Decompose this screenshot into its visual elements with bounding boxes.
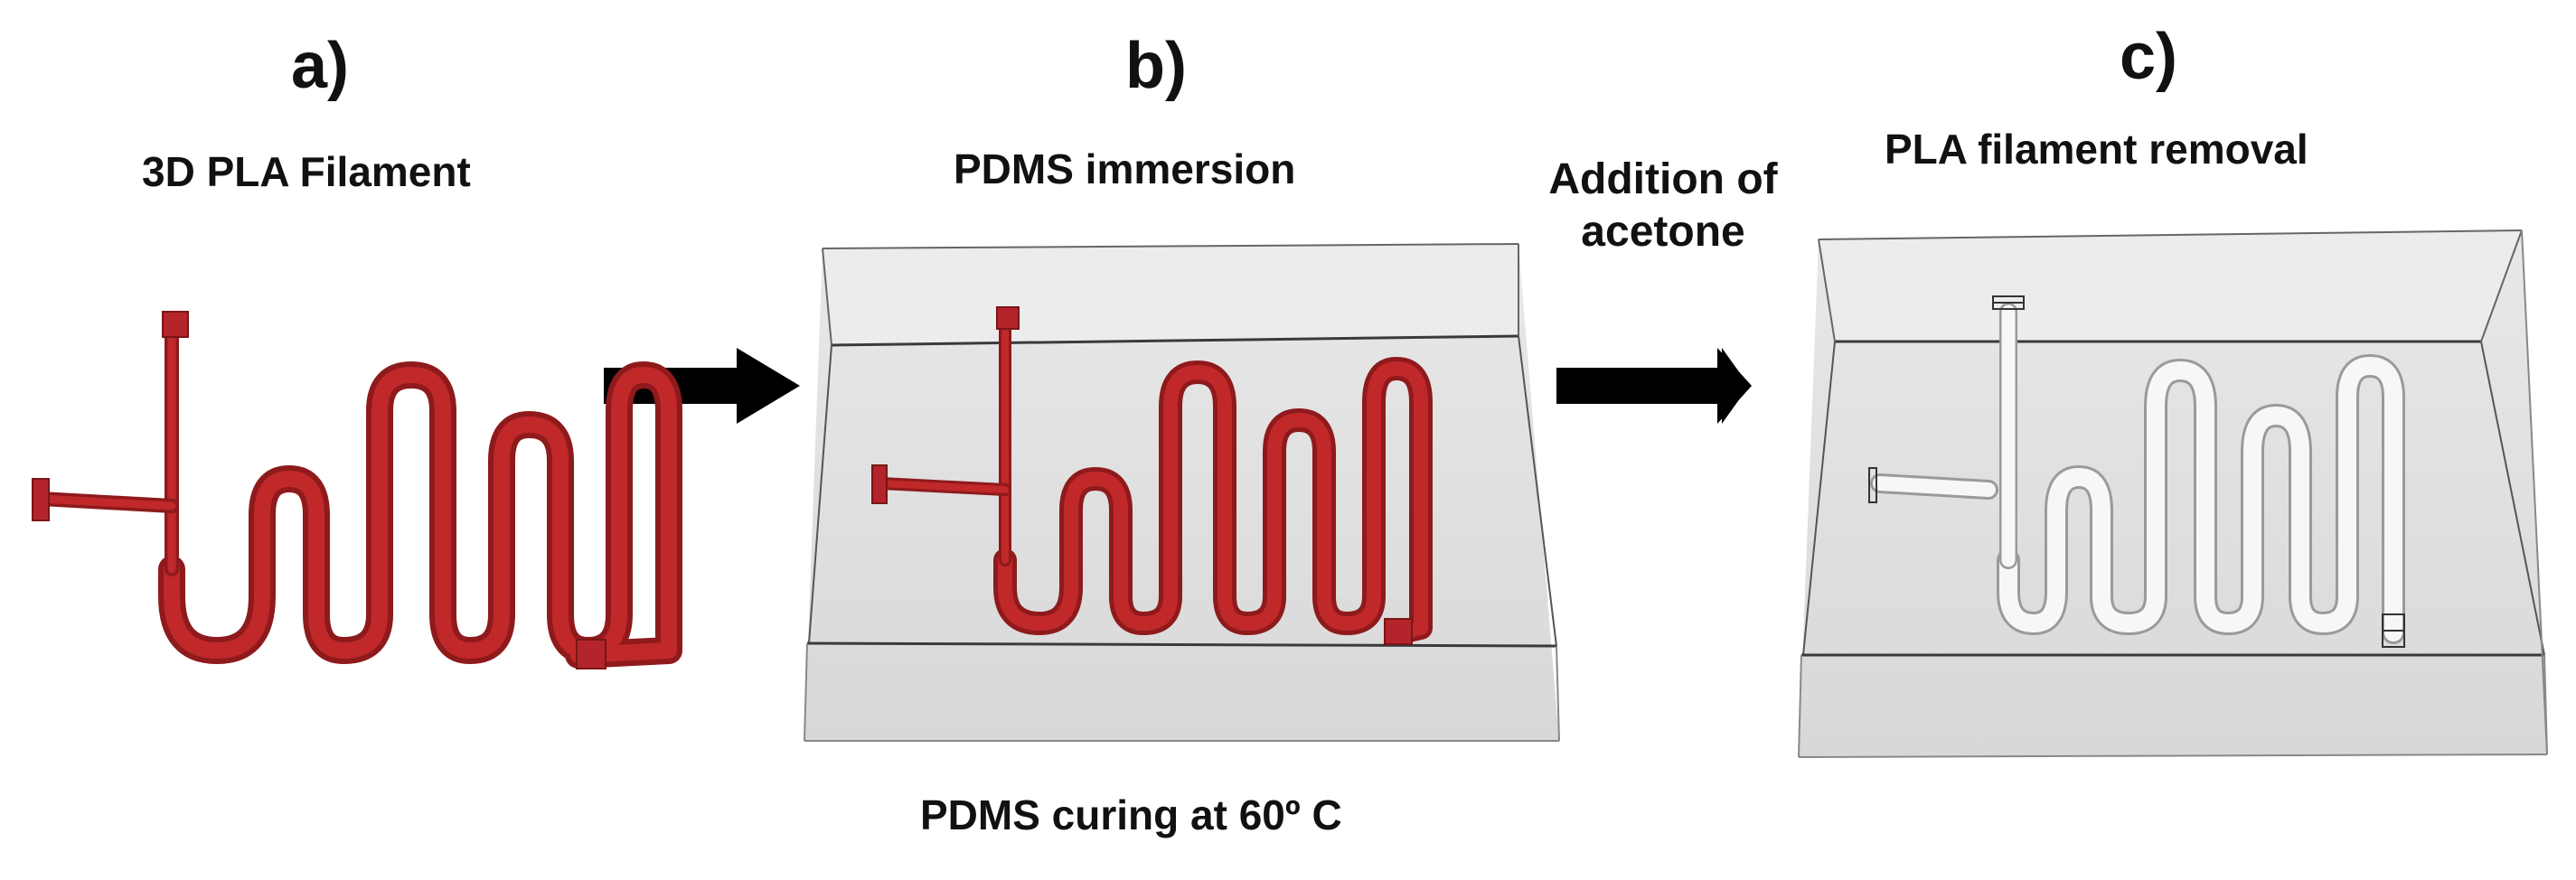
arrow-b-to-c <box>1556 348 1752 424</box>
empty-channel-c <box>1870 303 2405 644</box>
panel-a-caption: 3D PLA Filament <box>142 148 471 195</box>
step-label-line-2: acetone <box>1581 208 1745 256</box>
panel-c-caption: PLA filament removal <box>1885 126 2308 173</box>
panel-b-bottom-caption: PDMS curing at 60º C <box>920 791 1342 838</box>
panel-b-caption: PDMS immersion <box>954 145 1296 192</box>
panel-a-label: a) <box>291 30 350 102</box>
panel-b-label: b) <box>1125 30 1187 102</box>
inlet-port-b-left <box>871 464 888 504</box>
channel-ports-c <box>1868 295 2405 648</box>
panel-c-label: c) <box>2120 21 2178 93</box>
inlet-port-a-left <box>32 478 50 521</box>
inlet-port-b-top <box>996 306 1020 330</box>
inlet-port-a-top <box>162 311 189 338</box>
step-label-line-1: Addition of <box>1548 155 1778 203</box>
pla-filament-a <box>33 323 682 669</box>
outlet-port-a <box>576 639 606 669</box>
outlet-port-b <box>1384 618 1413 645</box>
pla-filament-b <box>875 317 1433 644</box>
step-label-acetone: Addition of acetone <box>1528 154 1799 258</box>
